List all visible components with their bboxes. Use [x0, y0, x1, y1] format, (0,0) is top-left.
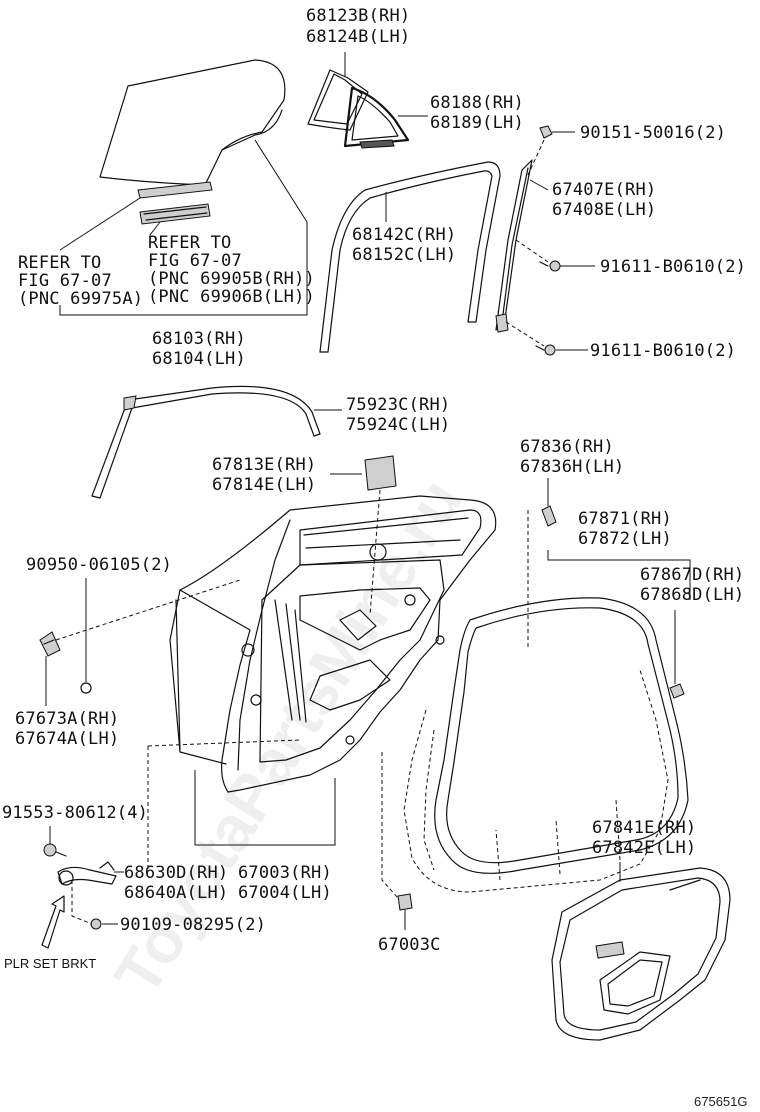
clip-67836 — [541, 505, 557, 527]
label-67842: 67842E(LH) — [592, 838, 696, 858]
label-67841: 67841E(RH) — [592, 818, 696, 838]
figure-id: 675651G — [694, 1094, 748, 1109]
bolt-91611-b — [535, 344, 556, 356]
division-bar — [495, 159, 533, 333]
label-68640: 68640A(LH) — [124, 883, 228, 903]
door-weatherstrip — [434, 597, 689, 874]
bolt-91611-a — [539, 260, 561, 272]
quarter-weatherstrip — [343, 86, 410, 149]
label-68630: 68630D(RH) — [124, 863, 228, 883]
leader-68103 — [59, 139, 308, 316]
service-hole-cover — [364, 455, 397, 491]
bolt-91553 — [43, 843, 67, 857]
label-67814: 67814E(LH) — [212, 475, 316, 495]
leader-67871 — [547, 550, 691, 600]
label-ref2-l2: FIG 67-07 — [148, 251, 242, 271]
leader-ref2 — [149, 221, 161, 236]
label-67871: 67871(RH) — [578, 509, 672, 529]
label-68124: 68124B(LH) — [306, 27, 410, 47]
clip-90151 — [539, 125, 553, 139]
label-67836a: 67836(RH) — [520, 437, 614, 457]
label-67867: 67867D(RH) — [640, 565, 744, 585]
label-91611b: 91611-B0610(2) — [590, 341, 736, 361]
label-67868: 67868D(LH) — [640, 585, 744, 605]
label-68123: 68123B(RH) — [306, 6, 410, 26]
label-67004lh: 67004(LH) — [238, 883, 332, 903]
label-90151: 90151-50016(2) — [580, 123, 726, 143]
label-68189: 68189(LH) — [430, 113, 524, 133]
belt-moulding — [91, 385, 321, 499]
plug-90950 — [80, 682, 92, 694]
quarter-glass — [307, 69, 369, 131]
label-68152: 68152C(LH) — [352, 245, 456, 265]
label-ref2-l4: (PNC 69906B(LH)) — [148, 287, 315, 307]
label-68142: 68142C(RH) — [352, 225, 456, 245]
label-67003c: 67003C — [378, 935, 441, 955]
label-ref1-l3: (PNC 69975A) — [18, 289, 143, 309]
label-68103: 68103(RH) — [152, 329, 246, 349]
label-90109: 90109-08295(2) — [120, 915, 266, 935]
label-67836h: 67836H(LH) — [520, 457, 624, 477]
label-ref2-l1: REFER TO — [148, 233, 231, 253]
door-panel — [169, 495, 497, 793]
leader-67407 — [529, 179, 549, 191]
label-91611a: 91611-B0610(2) — [600, 257, 746, 277]
label-75924: 75924C(LH) — [346, 415, 450, 435]
label-67872: 67872(LH) — [578, 529, 672, 549]
plug-67003c — [397, 893, 413, 911]
label-67003rh: 67003(RH) — [238, 863, 332, 883]
leader-67003 — [194, 770, 336, 846]
glass-channel-strips — [137, 181, 213, 225]
label-68188: 68188(RH) — [430, 93, 524, 113]
label-75923: 75923C(RH) — [346, 395, 450, 415]
inner-weatherstrip — [403, 669, 669, 893]
label-67407: 67407E(RH) — [552, 180, 656, 200]
door-glass — [99, 59, 286, 186]
door-hinge — [57, 861, 117, 886]
leader-ref1 — [59, 197, 141, 251]
label-90950: 90950-06105(2) — [26, 555, 172, 575]
label-67813: 67813E(RH) — [212, 455, 316, 475]
plr-arrow — [41, 895, 65, 949]
label-67408: 67408E(LH) — [552, 200, 656, 220]
glass-run-channel — [319, 161, 501, 353]
bolt-90109 — [90, 918, 102, 930]
clip-67867 — [669, 683, 685, 699]
label-plr-set-brkt: PLR SET BRKT — [4, 956, 96, 971]
label-91553: 91553-80612(4) — [2, 803, 148, 823]
label-ref1-l2: FIG 67-07 — [18, 271, 112, 291]
label-68104: 68104(LH) — [152, 349, 246, 369]
label-67673: 67673A(RH) — [15, 709, 119, 729]
door-trim-panel — [551, 867, 731, 1041]
label-67674: 67674A(LH) — [15, 729, 119, 749]
label-ref2-l3: (PNC 69905B(RH)) — [148, 269, 315, 289]
label-ref1-l1: REFER TO — [18, 253, 101, 273]
hinge-bracket — [39, 631, 61, 657]
